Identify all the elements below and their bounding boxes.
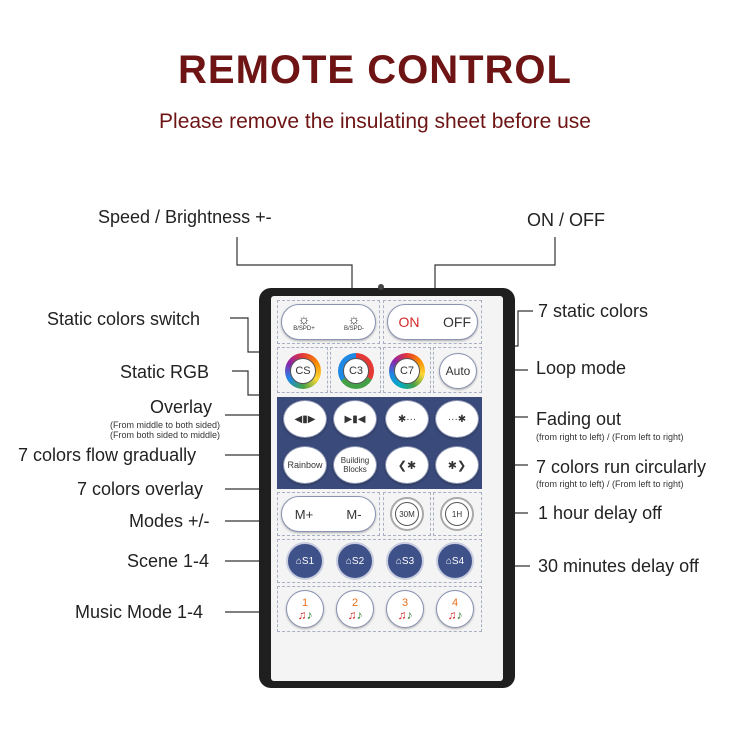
- house-icon: ⌂: [395, 555, 402, 567]
- label-loop-mode: Loop mode: [536, 358, 627, 378]
- off-button[interactable]: OFF: [443, 314, 471, 330]
- sun-icon: ☼: [347, 311, 361, 327]
- cell-cs: [277, 347, 328, 393]
- music-note-icon: ♫♪: [447, 608, 463, 622]
- timer-30m-button[interactable]: 30M: [390, 497, 424, 531]
- page-title: REMOTE CONTROL: [178, 48, 572, 92]
- run-right-icon: ✱❯: [447, 459, 467, 472]
- brightness-up-button[interactable]: ☼ B/SPD+: [293, 311, 315, 332]
- scene-3-button[interactable]: ⌂S3: [386, 542, 424, 580]
- music-4-button[interactable]: 4 ♫♪: [436, 590, 474, 628]
- cell-power: [383, 300, 482, 344]
- run-left-button[interactable]: ❮✱: [385, 446, 429, 484]
- label-scene: Scene 1-4: [127, 551, 210, 571]
- overlay-note-2: (From both sided to middle): [109, 430, 220, 440]
- fade-dots-icon: ···✱: [447, 413, 467, 425]
- sun-icon: ☼: [297, 311, 311, 327]
- house-icon: ⌂: [445, 555, 452, 567]
- music-note-icon: ♫♪: [397, 608, 413, 622]
- colors-run-note: (from right to left) / (From left to rig…: [536, 479, 684, 489]
- fading-out-note: (from right to left) / (From left to rig…: [536, 432, 684, 442]
- label-speed-brightness: Speed / Brightness +-: [98, 207, 272, 227]
- ir-emitter: [378, 284, 384, 290]
- music-2-button[interactable]: 2 ♫♪: [336, 590, 374, 628]
- label-7-colors-flow: 7 colors flow gradually: [18, 445, 197, 465]
- music-1-button[interactable]: 1 ♫♪: [286, 590, 324, 628]
- scene-4-button[interactable]: ⌂S4: [436, 542, 474, 580]
- house-icon: ⌂: [345, 555, 352, 567]
- modes-rocker: [281, 496, 376, 532]
- music-note-icon: ♫♪: [347, 608, 363, 622]
- overlay-note-1: (From middle to both sided): [109, 420, 220, 430]
- label-on-off: ON / OFF: [527, 210, 605, 230]
- cell-30m: [383, 492, 431, 536]
- arrows-inward-icon: ▶▮◀: [344, 413, 366, 425]
- brightness-rocker: [281, 304, 376, 340]
- scene-1-button[interactable]: ⌂S1: [286, 542, 324, 580]
- cell-modes: [277, 492, 380, 536]
- label-7-colors-overlay: 7 colors overlay: [77, 479, 204, 499]
- cell-auto: [433, 347, 482, 393]
- rainbow-button[interactable]: Rainbow: [283, 446, 327, 484]
- label-static-rgb: Static RGB: [120, 362, 210, 382]
- power-rocker: [387, 304, 478, 340]
- cell-1h: [433, 492, 482, 536]
- run-left-icon: ❮✱: [397, 459, 417, 472]
- cell-brightness: [277, 300, 380, 344]
- timer-1h-button[interactable]: 1H: [440, 497, 474, 531]
- mode-plus-button[interactable]: M+: [294, 506, 314, 522]
- cell-music: [277, 586, 482, 632]
- label-7-static-colors: 7 static colors: [538, 301, 649, 321]
- label-overlay: Overlay: [150, 397, 213, 417]
- run-right-button[interactable]: ✱❯: [435, 446, 479, 484]
- overlay-out-button[interactable]: ◀▮▶: [283, 400, 327, 438]
- overlay-in-button[interactable]: ▶▮◀: [333, 400, 377, 438]
- house-icon: ⌂: [295, 555, 302, 567]
- mode-minus-button[interactable]: M-: [346, 506, 362, 522]
- cs-button[interactable]: CS: [285, 353, 321, 389]
- page-subtitle: Please remove the insulating sheet befor…: [159, 110, 591, 133]
- music-3-button[interactable]: 3 ♫♪: [386, 590, 424, 628]
- arrows-outward-icon: ◀▮▶: [294, 413, 316, 425]
- label-modes: Modes +/-: [129, 511, 210, 531]
- fade-right-button[interactable]: ···✱: [435, 400, 479, 438]
- c3-button[interactable]: C3: [338, 353, 374, 389]
- cell-c3: [330, 347, 381, 393]
- label-1-hour-delay: 1 hour delay off: [538, 503, 662, 523]
- cell-scenes: [277, 539, 482, 583]
- music-note-icon: ♫♪: [297, 608, 313, 622]
- label-static-colors-switch: Static colors switch: [47, 309, 201, 329]
- fade-dots-icon: ✱···: [397, 413, 417, 425]
- label-30-min-delay: 30 minutes delay off: [538, 556, 699, 576]
- scene-2-button[interactable]: ⌂S2: [336, 542, 374, 580]
- cell-c7: [383, 347, 431, 393]
- c7-button[interactable]: C7: [389, 353, 425, 389]
- auto-button[interactable]: Auto: [439, 353, 477, 389]
- label-music-mode: Music Mode 1-4: [75, 602, 204, 622]
- on-button[interactable]: ON: [398, 314, 420, 330]
- label-fading-out: Fading out: [536, 409, 622, 429]
- building-blocks-button[interactable]: Building Blocks: [333, 446, 377, 484]
- fade-left-button[interactable]: ✱···: [385, 400, 429, 438]
- label-7-colors-run: 7 colors run circularly: [536, 457, 707, 477]
- brightness-down-button[interactable]: ☼ B/SPD-: [343, 311, 364, 332]
